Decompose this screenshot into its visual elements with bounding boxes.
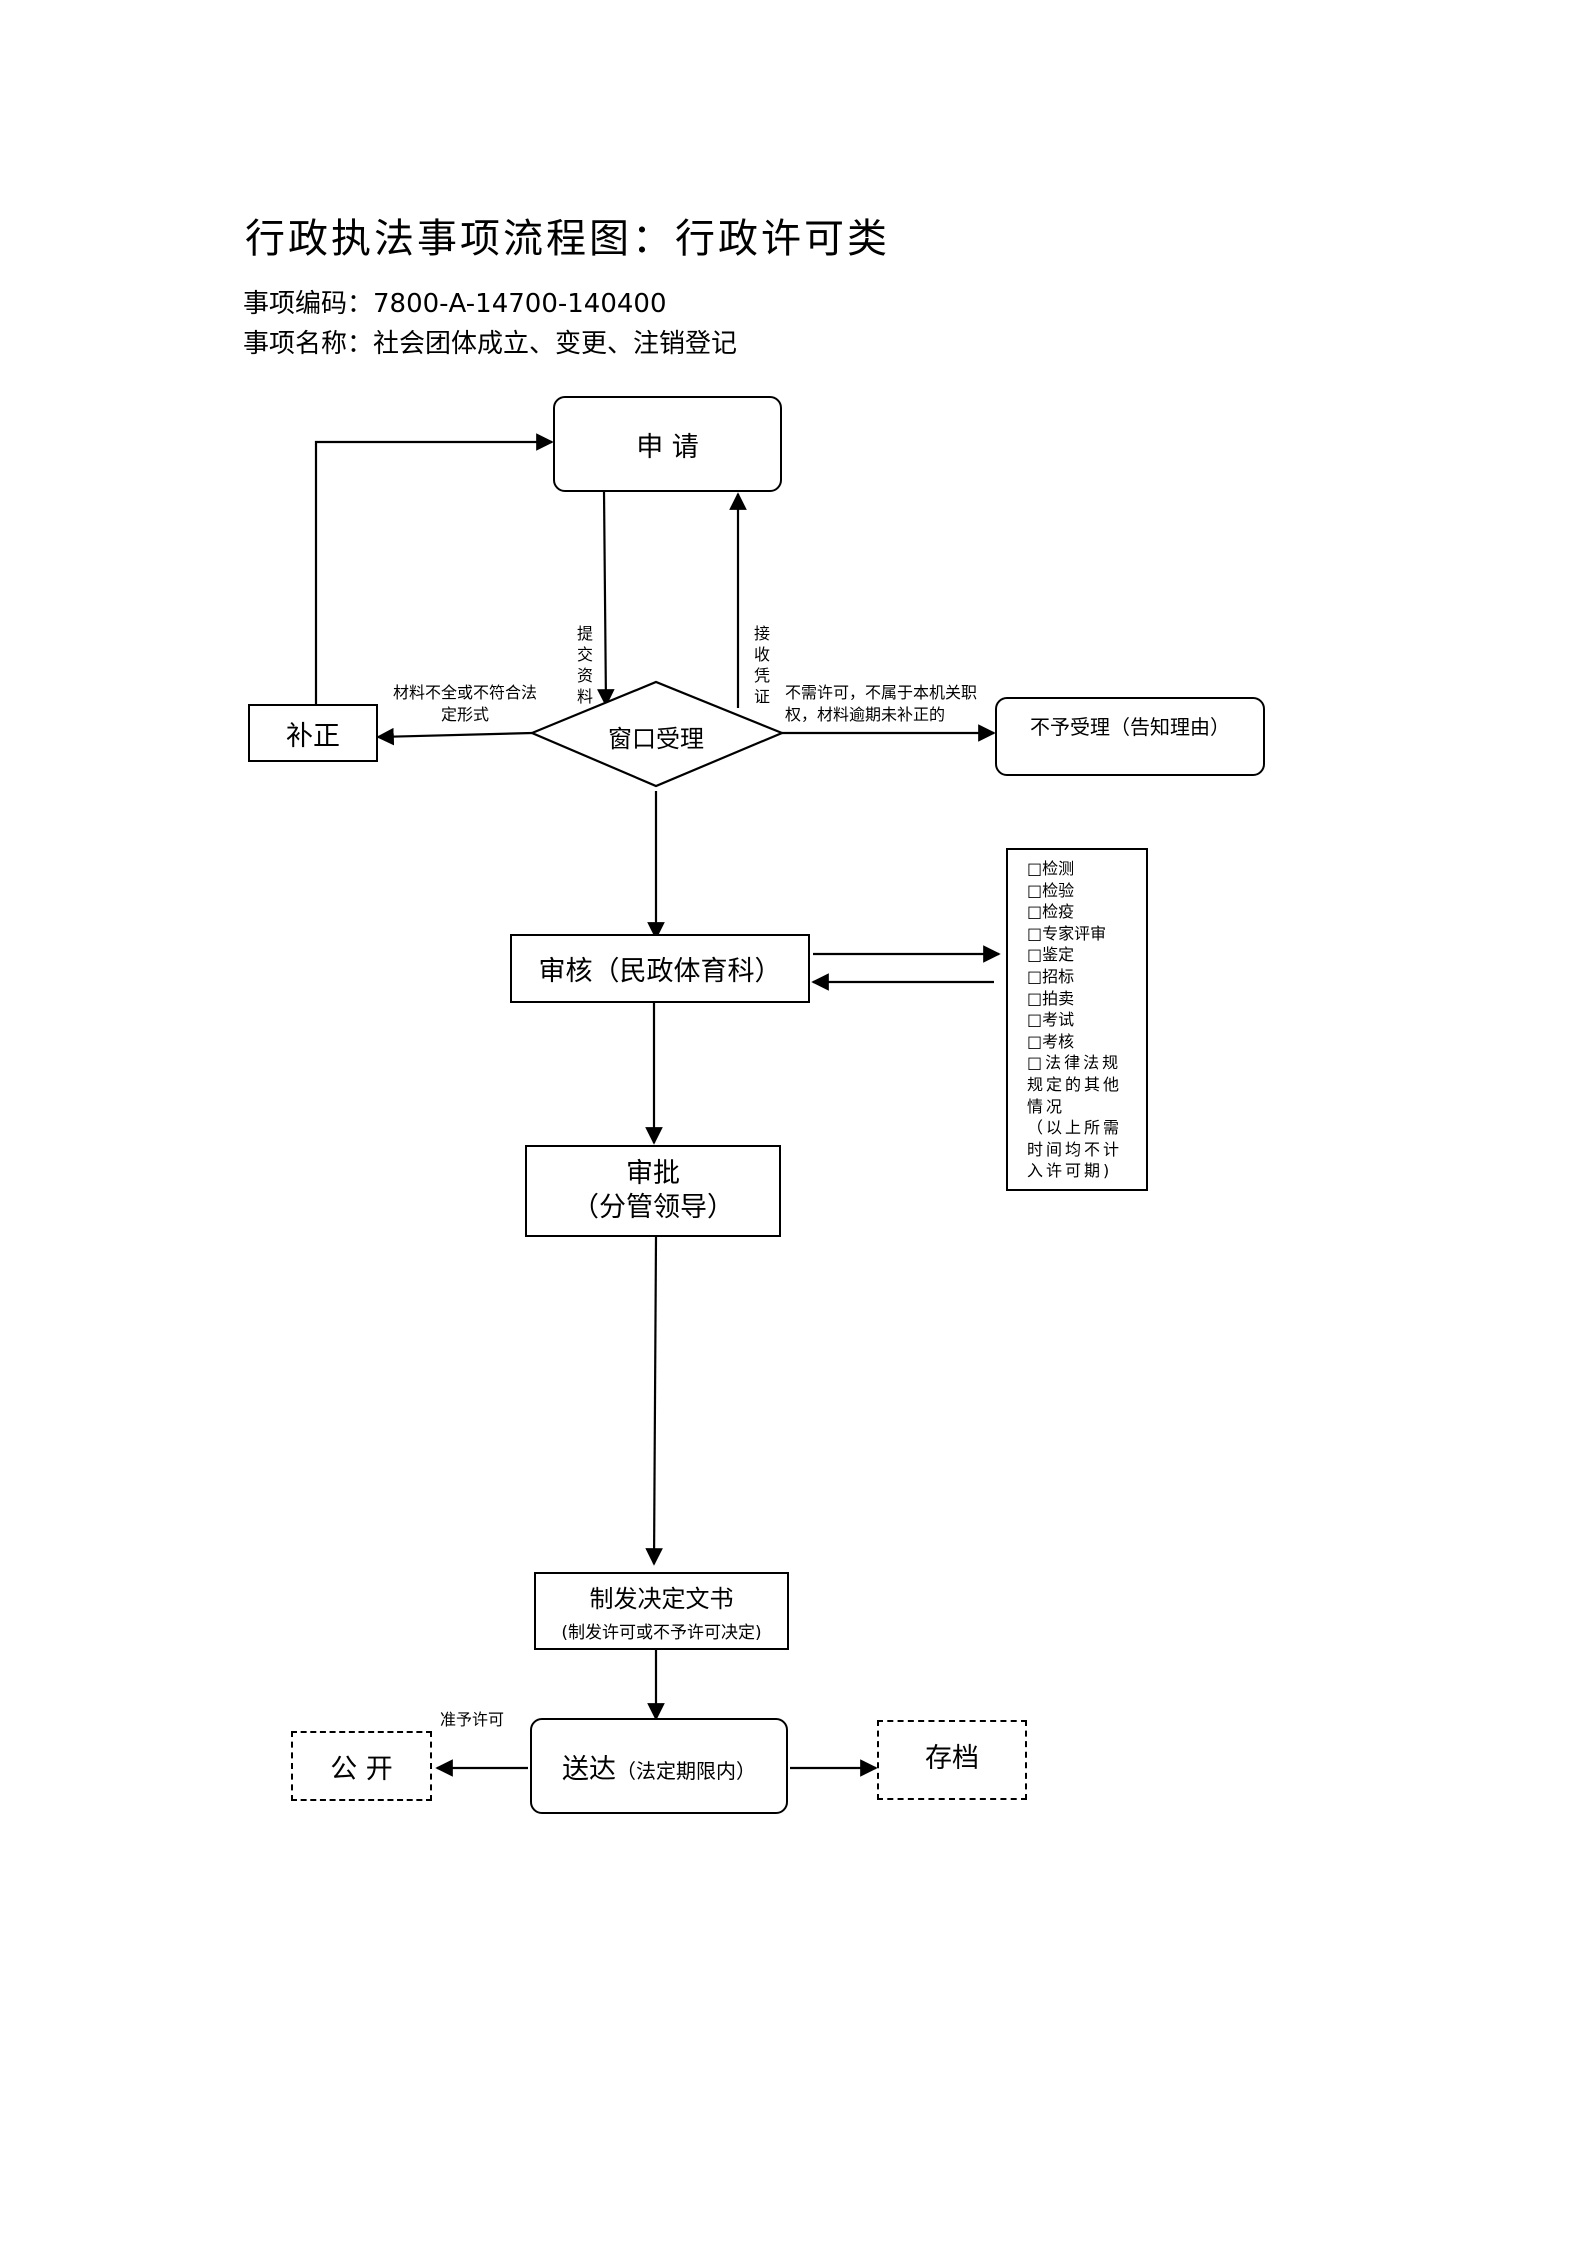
reject-node: 不予受理（告知理由）	[995, 697, 1265, 776]
approve-title: 审批	[626, 1158, 680, 1189]
checklist-item: □检验	[1027, 880, 1075, 900]
checklist-item: □考核	[1027, 1031, 1075, 1051]
apply-node: 申 请	[553, 396, 782, 492]
item-code: 事项编码：7800-A-14700-140400	[243, 289, 667, 319]
arrow-to-correction	[376, 727, 533, 746]
archive-node: 存档	[877, 1720, 1027, 1800]
checklist-item: □招标	[1027, 966, 1075, 986]
approve-node: 审批 （分管领导）	[525, 1145, 781, 1237]
checklist-item: □考试	[1027, 1010, 1075, 1030]
special-procedures-checklist: □检测 □检验 □检疫 □专家评审 □鉴定 □招标 □拍卖 □考试 □考核 □法…	[1006, 848, 1148, 1191]
window-acceptance-label: 窗口受理	[608, 725, 704, 753]
decision-node: 制发决定文书 (制发许可或不予许可决定)	[534, 1572, 789, 1650]
review-node: 审核（民政体育科）	[510, 934, 810, 1003]
publish-label: 公 开	[330, 1753, 393, 1785]
apply-label: 申 请	[636, 431, 699, 463]
correction-node: 补正	[248, 704, 378, 762]
grant-permit-label: 准予许可	[440, 1710, 505, 1729]
arrow-to-decision	[645, 1236, 663, 1566]
arrow-correction-to-apply	[314, 433, 554, 704]
archive-label: 存档	[925, 1743, 979, 1774]
item-name: 事项名称：社会团体成立、变更、注销登记	[243, 329, 738, 359]
page-title: 行政执法事项流程图：行政许可类	[245, 216, 890, 262]
checklist-item: □专家评审	[1027, 923, 1107, 943]
correction-label: 补正	[286, 720, 340, 752]
reject-label: 不予受理（告知理由）	[1030, 715, 1230, 739]
no-permit-label: 不需许可，不属于本机关职权，材料逾期未补正的	[785, 683, 978, 724]
submit-materials-label: 提交资料	[576, 624, 593, 706]
approve-subtitle: （分管领导）	[572, 1192, 734, 1223]
checklist-item: □检测	[1027, 859, 1075, 878]
deliver-sublabel: （法定期限内）	[616, 1758, 756, 1783]
checklist-item: □拍卖	[1027, 988, 1075, 1008]
decision-subtitle: (制发许可或不予许可决定)	[561, 1623, 762, 1643]
publish-node: 公 开	[291, 1731, 432, 1801]
incomplete-materials-label: 材料不全或不符合法定形式	[393, 683, 538, 724]
window-acceptance-diamond	[529, 680, 785, 788]
deliver-label: 送达	[562, 1753, 616, 1785]
checklist-item: □检疫	[1027, 902, 1075, 922]
arrow-submit	[597, 490, 615, 707]
checklist-item: □鉴定	[1027, 945, 1075, 965]
decision-title: 制发决定文书	[589, 1585, 734, 1613]
receipt-label: 接收凭证	[753, 624, 770, 706]
deliver-node: 送达 （法定期限内）	[530, 1718, 788, 1814]
checklist-item: □法律法规规定的其他情况	[1027, 1053, 1123, 1116]
checklist-note: （以上所需时间均不计入许可期)	[1027, 1118, 1123, 1181]
review-label: 审核（民政体育科）	[538, 956, 782, 987]
